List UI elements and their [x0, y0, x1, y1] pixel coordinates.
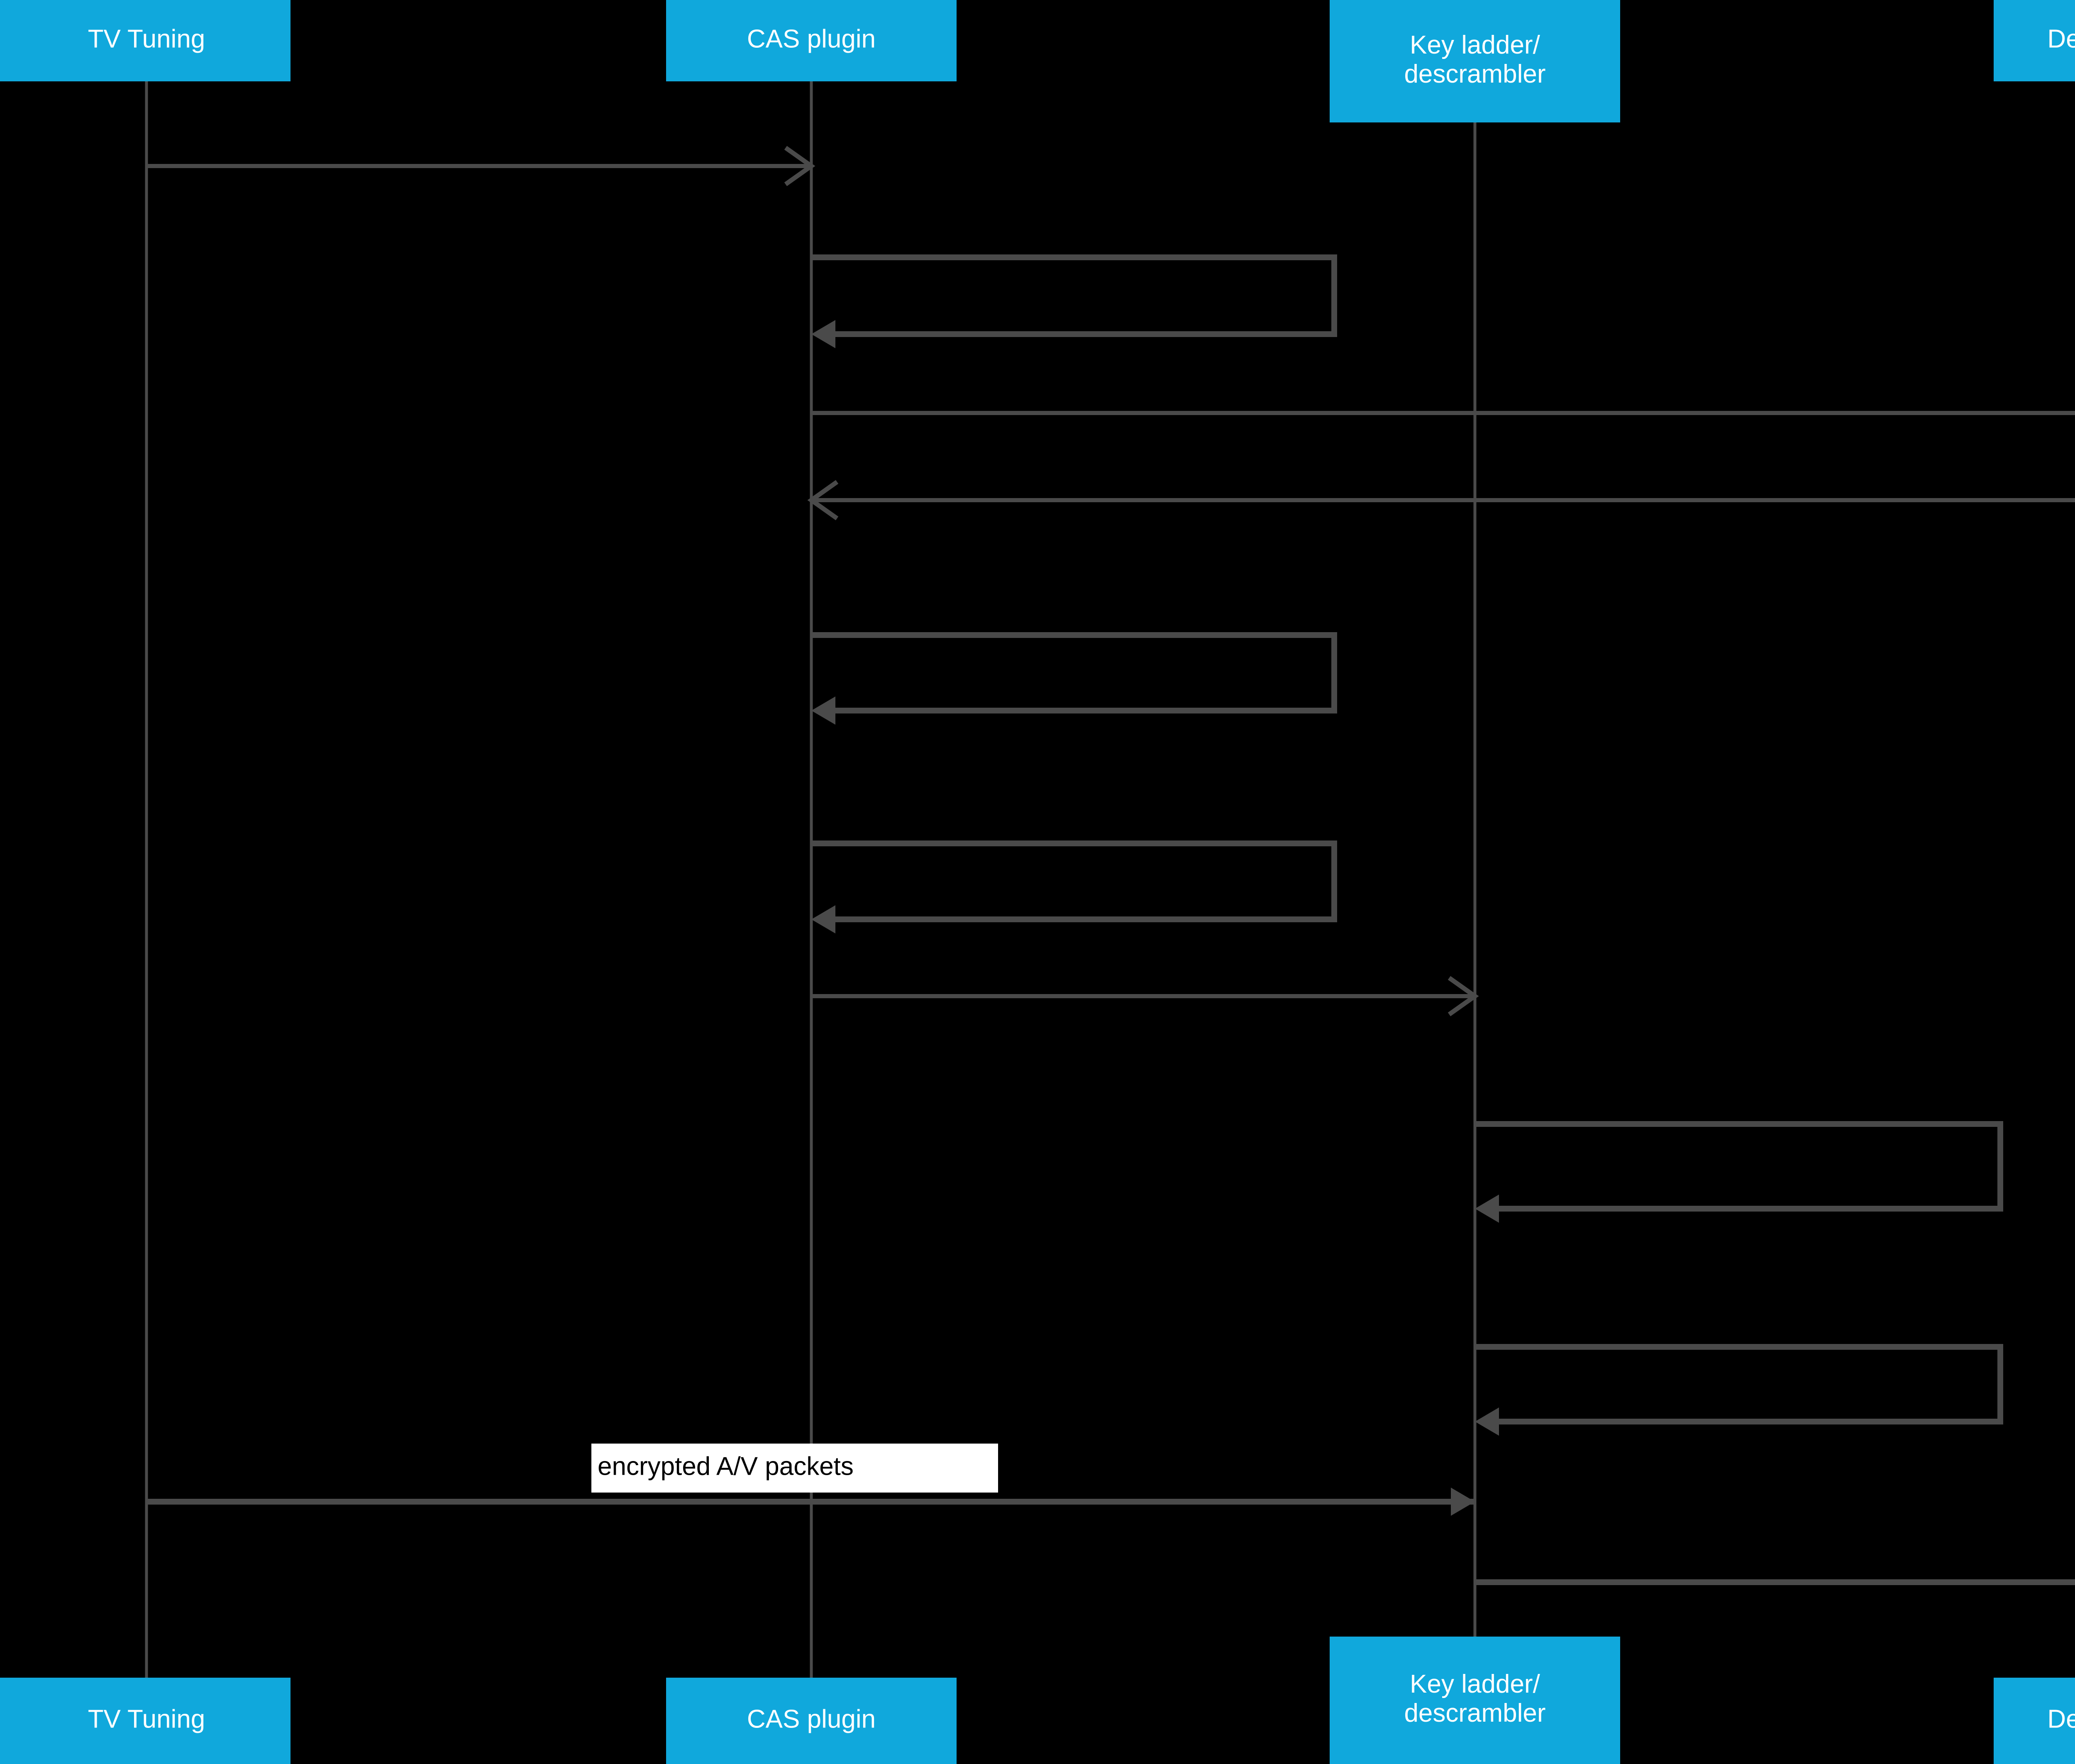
self-message-path: [1475, 1344, 2003, 1424]
message-label-m10: encrypted A/V packets: [591, 1444, 998, 1493]
participant-box: [666, 1678, 957, 1764]
message-m7[interactable]: [811, 976, 1479, 1016]
participant-box: [1330, 1637, 1620, 1764]
arrowhead-open: [784, 146, 815, 186]
participant-label: Decode, display: [2047, 24, 2075, 53]
participant-label: TV Tuning: [88, 24, 205, 53]
participant-label: CAS plugin: [747, 1705, 876, 1733]
arrowhead-solid: [811, 696, 835, 725]
message-m3[interactable]: [811, 395, 2075, 431]
message-m8[interactable]: [1475, 1121, 2003, 1223]
participant-cas-plugin-bottom[interactable]: CAS plugin: [666, 1678, 957, 1764]
message-label-background: [591, 1444, 998, 1493]
participant-decode-bottom[interactable]: Decode, display: [1994, 1678, 2075, 1764]
arrowhead-solid: [811, 320, 835, 348]
participant-decode-top[interactable]: Decode, display: [1994, 0, 2075, 81]
participant-label: descrambler: [1404, 60, 1545, 88]
lifelines-layer: [145, 81, 1477, 1678]
arrowhead-open: [807, 480, 839, 520]
messages-layer: [146, 146, 2075, 1596]
message-m5[interactable]: [811, 632, 1337, 725]
participant-box: [1994, 0, 2075, 81]
self-message-path: [811, 254, 1337, 337]
self-message-path: [1475, 1121, 2003, 1212]
message-m11[interactable]: [1475, 1568, 2075, 1596]
arrowhead-solid: [1475, 1407, 1499, 1436]
arrowhead-solid: [811, 905, 835, 933]
message-labels-layer: encrypted A/V packets: [591, 1444, 998, 1493]
message-m2[interactable]: [811, 254, 1337, 348]
message-m10[interactable]: [146, 1488, 1475, 1516]
participant-cas-plugin-top[interactable]: CAS plugin: [666, 0, 957, 81]
arrowhead-solid: [1475, 1195, 1499, 1223]
message-label-text: encrypted A/V packets: [598, 1452, 854, 1481]
self-message-path: [811, 840, 1337, 922]
participant-box: [0, 1678, 290, 1764]
participant-box: [666, 0, 957, 81]
participant-label: CAS plugin: [747, 24, 876, 53]
participant-key-ladder-top[interactable]: Key ladder/descrambler: [1330, 0, 1620, 122]
participant-label: TV Tuning: [88, 1705, 205, 1733]
participant-tv-tuning-bottom[interactable]: TV Tuning: [0, 1678, 290, 1764]
participant-key-ladder-bottom[interactable]: Key ladder/descrambler: [1330, 1637, 1620, 1764]
arrowhead-open: [1448, 976, 1479, 1016]
message-m1[interactable]: [146, 146, 815, 186]
self-message-path: [811, 632, 1337, 713]
participant-label: Decode, display: [2047, 1705, 2075, 1733]
participant-box: [1994, 1678, 2075, 1764]
participant-box: [0, 0, 290, 81]
participant-label: descrambler: [1404, 1699, 1545, 1727]
message-m6[interactable]: [811, 840, 1337, 933]
arrowhead-solid: [1451, 1488, 1475, 1516]
participant-label: Key ladder/: [1410, 31, 1540, 59]
message-m4[interactable]: [807, 480, 2075, 520]
participant-tv-tuning-top[interactable]: TV Tuning: [0, 0, 290, 81]
participant-box: [1330, 0, 1620, 122]
message-m9[interactable]: [1475, 1344, 2003, 1436]
participant-label: Key ladder/: [1410, 1670, 1540, 1698]
